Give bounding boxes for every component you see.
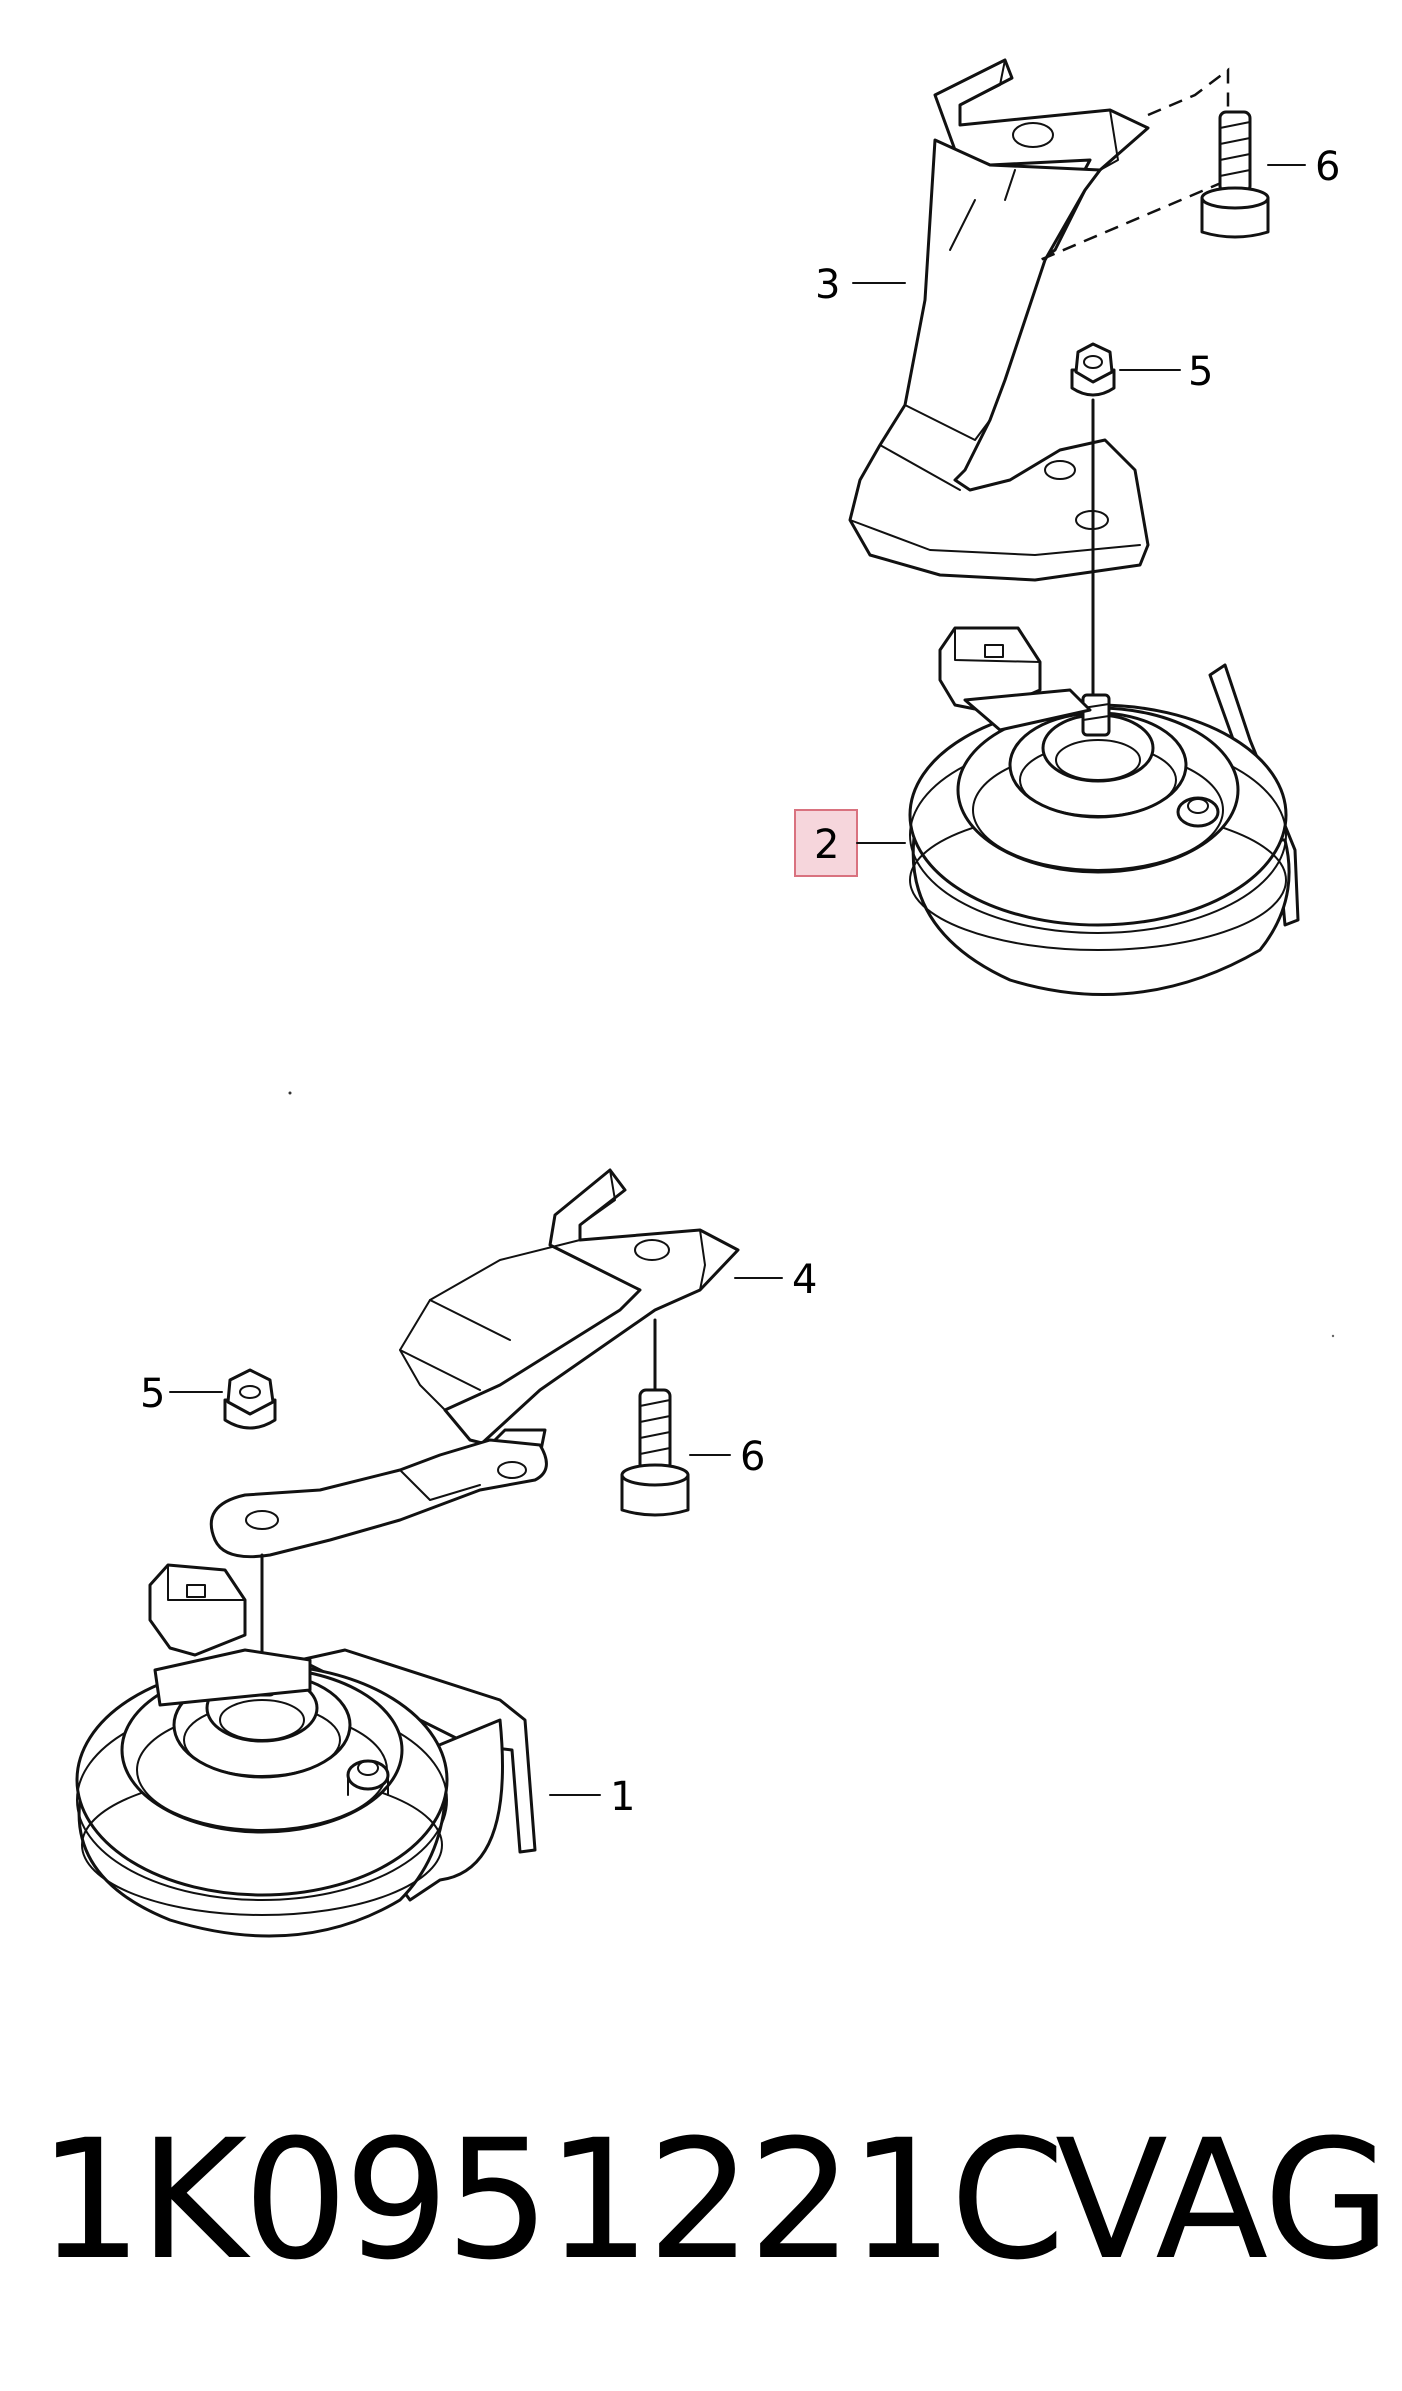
svg-text:1: 1 xyxy=(610,1774,635,1820)
bottom-bracket xyxy=(209,1168,740,1559)
callout-6-top: 6 xyxy=(1267,144,1340,190)
svg-text:2: 2 xyxy=(814,822,839,868)
callout-5-bottom: 5 xyxy=(140,1371,223,1417)
bottom-horn xyxy=(75,1563,537,1938)
callout-2-highlighted: 2 xyxy=(794,809,906,877)
bottom-nut xyxy=(223,1368,277,1430)
svg-text:6: 6 xyxy=(740,1434,765,1480)
top-nut xyxy=(1070,342,1116,397)
callout-4: 4 xyxy=(734,1257,817,1303)
svg-text:6: 6 xyxy=(1315,144,1340,190)
top-bracket xyxy=(848,58,1150,582)
speck xyxy=(1331,1334,1335,1338)
callout-5-top: 5 xyxy=(1119,349,1213,395)
dashed-reference-lines xyxy=(1039,67,1230,262)
top-bolt xyxy=(1200,110,1270,239)
brand-name: VAG xyxy=(1055,2104,1391,2296)
bottom-bolt xyxy=(620,1318,690,1517)
svg-text:5: 5 xyxy=(1188,349,1213,395)
svg-text:3: 3 xyxy=(815,262,840,308)
callout-3: 3 xyxy=(815,262,906,308)
callout-6-bottom: 6 xyxy=(689,1434,765,1480)
svg-text:5: 5 xyxy=(140,1371,165,1417)
speck xyxy=(288,1091,292,1095)
top-horn xyxy=(908,626,1300,997)
part-number: 1K0951221C xyxy=(38,2104,1065,2296)
callout-1: 1 xyxy=(549,1774,635,1820)
svg-text:4: 4 xyxy=(792,1257,817,1303)
